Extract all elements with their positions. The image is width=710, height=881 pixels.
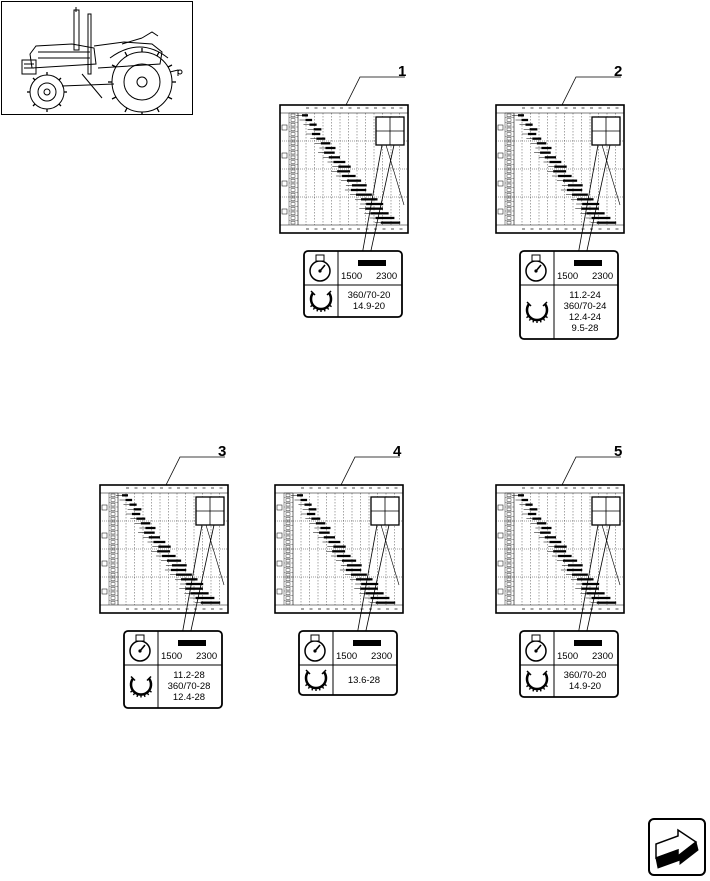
reference-number: 5	[614, 443, 623, 460]
rpm-range-bar	[353, 640, 381, 646]
tractor-icon	[21, 7, 183, 115]
reference-number: 2	[614, 63, 623, 80]
reference-number: 4	[393, 443, 402, 460]
tire-size: 14.9-20	[352, 301, 386, 312]
tire-size: 12.4-24	[568, 312, 602, 323]
decal-drawing	[99, 456, 229, 709]
tire-size: 9.5-28	[571, 323, 599, 334]
engine-speed-gauge-icon	[309, 254, 331, 282]
rpm-high-label: 2300	[592, 651, 614, 662]
tractor-thumbnail	[1, 1, 193, 115]
reference-number: 1	[398, 63, 407, 80]
rpm-low-label: 1500	[557, 651, 579, 662]
rpm-high-label: 2300	[371, 651, 393, 662]
tire-size: 360/70-20	[563, 670, 607, 681]
decal-drawing	[495, 76, 625, 340]
tire-icon	[304, 669, 328, 691]
decal-4: 4 1500 2300 13.6-28	[265, 443, 405, 725]
rpm-high-label: 2300	[376, 271, 398, 282]
tire-size: 360/70-28	[167, 681, 211, 692]
info-panel	[303, 250, 403, 318]
engine-speed-gauge-icon	[525, 634, 547, 662]
next-page-arrow-icon	[655, 828, 699, 869]
info-panel	[123, 630, 223, 709]
tire-size: 13.6-28	[347, 674, 381, 686]
decal-drawing	[495, 456, 625, 698]
rpm-high-label: 2300	[592, 271, 614, 282]
engine-speed-gauge-icon	[304, 634, 326, 662]
tire-size: 14.9-20	[568, 681, 602, 692]
engine-speed-gauge-icon	[525, 254, 547, 282]
tire-icon	[129, 675, 153, 698]
rpm-low-label: 1500	[557, 271, 579, 282]
reference-number: 3	[218, 443, 227, 460]
rpm-range-bar	[574, 640, 602, 646]
rpm-range-bar	[574, 260, 602, 266]
tire-size: 11.2-24	[569, 290, 601, 301]
tire-icon	[525, 301, 549, 323]
rpm-low-label: 1500	[336, 651, 358, 662]
rpm-range-bar	[358, 260, 386, 266]
info-panel	[519, 630, 619, 698]
tire-size: 11.2-28	[173, 670, 205, 681]
tire-size-list: 13.6-28	[337, 675, 391, 686]
rpm-high-label: 2300	[196, 651, 218, 662]
tire-icon	[309, 290, 333, 312]
tire-size: 360/70-24	[563, 301, 607, 312]
rpm-range-bar	[178, 640, 206, 646]
tire-size: 12.4-28	[172, 692, 206, 703]
engine-speed-gauge-icon	[129, 634, 151, 662]
next-page-button[interactable]	[648, 818, 706, 876]
rpm-low-label: 1500	[341, 271, 363, 282]
tire-icon	[525, 670, 549, 692]
rpm-low-label: 1500	[161, 651, 183, 662]
decal-drawing	[274, 456, 404, 696]
tire-size: 360/70-20	[347, 290, 391, 301]
decal-drawing	[279, 76, 409, 318]
